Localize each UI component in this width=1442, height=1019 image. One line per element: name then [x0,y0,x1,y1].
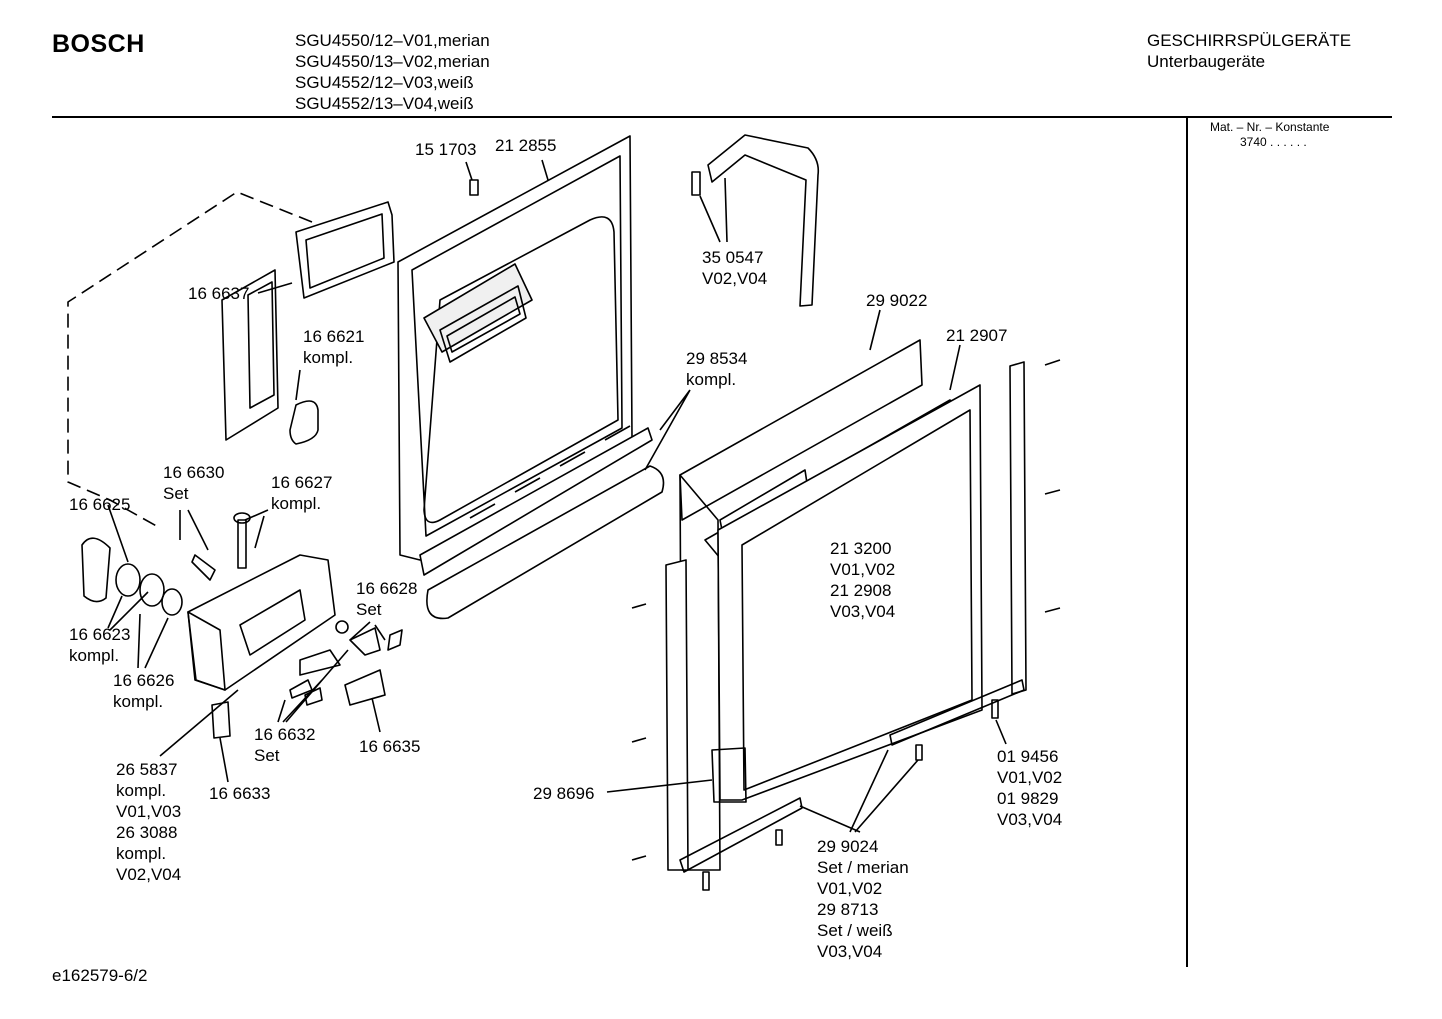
callout-c21: 01 9456 V01,V02 01 9829 V03,V04 [997,747,1067,829]
brand-logo: BOSCH [52,30,145,58]
callout-labels: 15 1703 21 2855 16 6637 29 9022 21 2907 … [69,136,1067,961]
door-seal-strip [419,425,665,620]
dashed-assembly-line [67,191,313,529]
filter-cover [221,269,319,445]
callout-c16: 16 6632 Set [254,725,320,765]
model-line: SGU4550/12–V01,merian [295,31,490,50]
material-constant: Mat. – Nr. – Konstante 3740 . . . . . . [1210,120,1329,150]
callout-c10: 16 6627 kompl. [271,473,337,513]
callout-c17: 16 6635 [359,737,420,756]
callout-c22: 29 9024 Set / merian V01,V02 29 8713 Set… [817,837,913,961]
leader-lines [107,159,1007,833]
model-line: SGU4552/12–V03,weiß [295,73,474,92]
material-label: Mat. – Nr. – Konstante [1210,120,1330,134]
material-value: 3740 . . . . . . [1240,135,1307,149]
screws [469,179,1061,891]
callout-c11: 16 6625 [69,495,130,514]
header-divider [52,116,1392,118]
small-parts [191,512,403,739]
callout-c07: 21 2907 [946,326,1007,345]
model-list: SGU4550/12–V01,merian SGU4550/13–V02,mer… [295,30,490,114]
callout-c02: 21 2855 [495,136,556,155]
callout-c06: 29 9022 [866,291,927,310]
model-line: SGU4552/13–V04,weiß [295,94,474,113]
callout-c18: 26 5837 kompl. V01,V03 26 3088 kompl. V0… [116,760,186,884]
drawing-code: e162579-6/2 [52,966,148,985]
inner-door-panel [397,135,633,561]
sidebar-divider [1186,118,1188,967]
callout-c03: 35 0547 V02,V04 [702,248,768,288]
callout-c14: 16 6623 kompl. [69,625,135,665]
callout-c19: 16 6633 [209,784,270,803]
callout-c05: 16 6621 kompl. [303,327,369,367]
decor-panel [711,384,983,803]
callout-c13: 21 3200 V01,V02 21 2908 V03,V04 [830,539,900,621]
side-rail-left [665,559,803,873]
callout-c04: 16 6637 [188,284,249,303]
category-subtitle: Unterbaugeräte [1147,52,1266,71]
callout-c12: 16 6628 Set [356,579,422,619]
hinge-bracket [691,134,820,307]
callout-c01: 15 1703 [415,140,476,159]
dispenser-assembly [81,537,336,691]
side-rail-right [889,361,1027,746]
model-line: SGU4550/13–V02,merian [295,52,490,71]
callout-c08: 29 8534 kompl. [686,349,752,389]
callout-c15: 16 6626 kompl. [113,671,179,711]
callout-c20: 29 8696 [533,784,594,803]
category-title: GESCHIRRSPÜLGERÄTE [1147,31,1352,50]
gasket-frame [295,201,395,299]
callout-c09: 16 6630 Set [163,463,229,503]
category-block: GESCHIRRSPÜLGERÄTE Unterbaugeräte [1147,30,1351,72]
